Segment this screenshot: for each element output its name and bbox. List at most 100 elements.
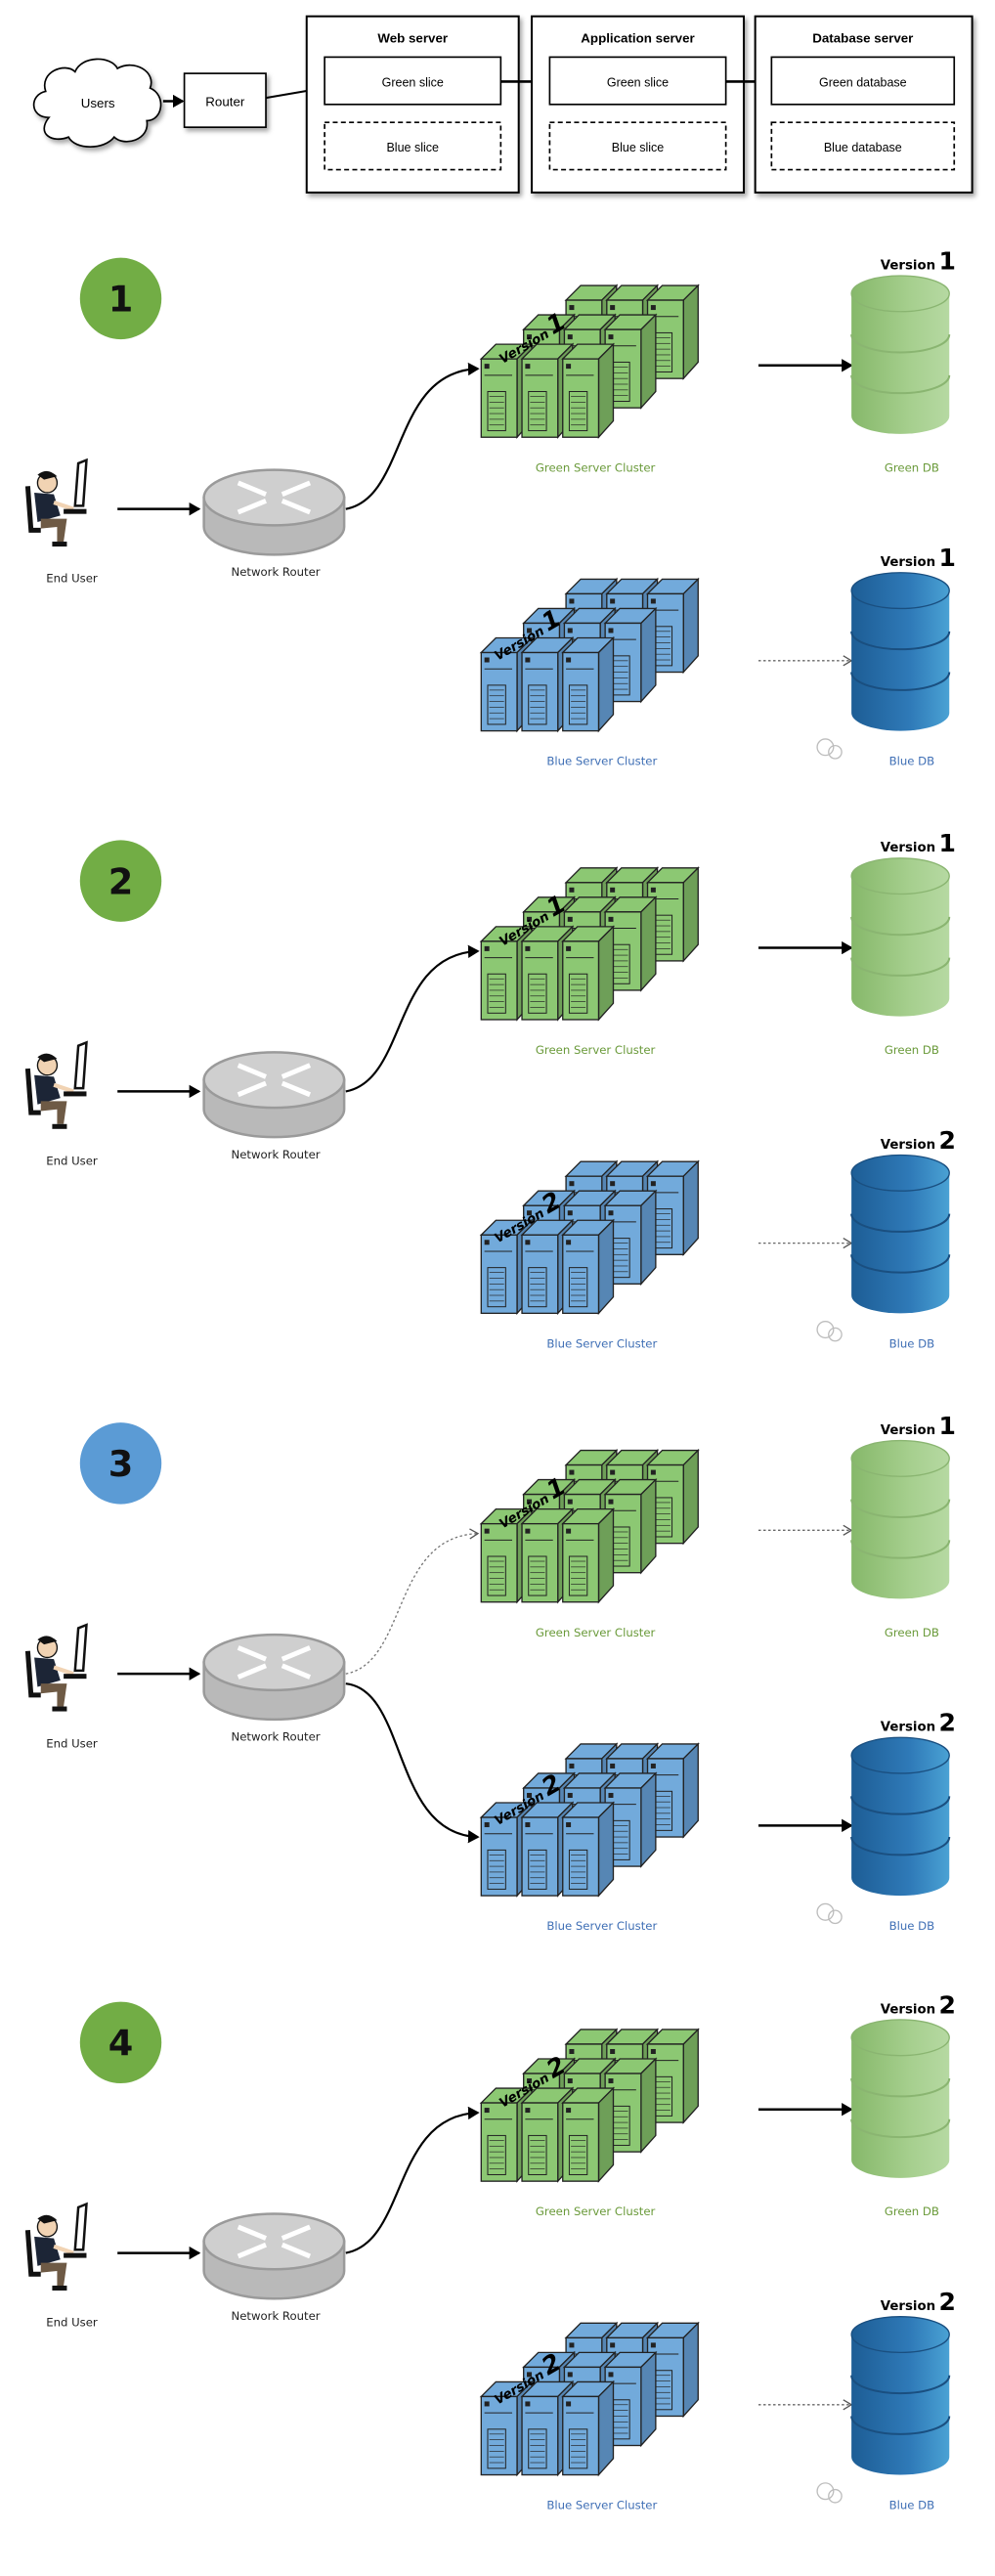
server-led <box>610 2048 616 2054</box>
green-server-cluster <box>479 866 700 1022</box>
router-to-green-cluster-link <box>345 1528 480 1675</box>
server-side <box>640 1477 657 1575</box>
green-db-label: Green DB <box>885 1043 939 1057</box>
server-led <box>484 2401 490 2407</box>
shoe <box>52 1123 67 1129</box>
server-side <box>597 342 615 439</box>
server-icon <box>603 1189 658 1287</box>
server-front <box>521 1522 559 1603</box>
green-server-cluster <box>479 2028 700 2183</box>
server-led <box>569 2048 575 2054</box>
server-led <box>650 598 656 604</box>
green-db-label: Green DB <box>885 460 939 474</box>
db-top <box>850 1736 950 1774</box>
server-vent <box>528 1849 547 1890</box>
db-ring <box>850 1540 951 1559</box>
server-vent <box>568 391 588 432</box>
blue-db-label: Blue DB <box>889 2499 935 2512</box>
server-side <box>682 577 699 675</box>
blue-database-label: Blue database <box>824 141 902 154</box>
router-label: Router <box>205 94 245 109</box>
keyboard <box>64 1674 87 1680</box>
watermark-logo <box>816 2482 843 2504</box>
server-side <box>597 635 615 733</box>
server-led <box>567 1792 573 1798</box>
db-top <box>850 857 950 895</box>
web-blue-slice-label: Blue slice <box>386 141 439 154</box>
blue-db-label: Blue DB <box>889 1919 935 1933</box>
version-word: Version <box>881 1423 935 1438</box>
green-database-label: Green database <box>819 75 907 89</box>
server-front <box>562 1234 600 1315</box>
server-side <box>682 284 699 380</box>
version-number: 1 <box>939 829 956 857</box>
monitor <box>73 1623 88 1673</box>
server-front <box>480 1816 518 1897</box>
db-ring <box>850 1213 951 1233</box>
server-vent <box>487 1849 506 1890</box>
network-router-icon <box>202 1633 346 1722</box>
web-server-tier: Web server Green slice Blue slice <box>305 15 520 194</box>
server-front <box>480 1522 518 1603</box>
server-led <box>566 1822 572 1828</box>
server-led <box>567 334 573 340</box>
server-icon <box>603 606 658 704</box>
blue-server-cluster <box>479 1742 700 1898</box>
server-vent <box>487 1555 506 1596</box>
server-led <box>610 305 616 311</box>
app-green-slice-label: Green slice <box>607 75 669 89</box>
database-cylinder-icon <box>850 2019 951 2178</box>
database-cylinder-icon <box>850 2315 951 2475</box>
server-front <box>521 651 559 732</box>
hair <box>37 470 58 480</box>
web-green-slice <box>324 56 502 106</box>
server-vent <box>568 2428 588 2469</box>
version-number: 1 <box>939 544 956 572</box>
server-led <box>610 1469 616 1475</box>
server-front <box>480 940 518 1021</box>
server-side <box>640 895 657 992</box>
router-top <box>202 1051 346 1110</box>
chair <box>24 486 41 533</box>
blue-cluster-label: Blue Server Cluster <box>546 2499 657 2512</box>
server-vent <box>528 1555 547 1596</box>
db-top <box>850 2019 950 2057</box>
monitor <box>73 2202 88 2251</box>
hair <box>37 1636 58 1645</box>
server-led <box>650 1469 656 1475</box>
server-side <box>597 2380 615 2477</box>
green-db-label: Green DB <box>885 2205 939 2218</box>
keyboard <box>64 508 87 514</box>
server-vent <box>568 2134 588 2175</box>
version-number: 2 <box>939 2288 956 2316</box>
db-ring <box>850 957 951 977</box>
server-side <box>682 2321 699 2419</box>
router-arrow <box>237 1080 267 1098</box>
server-icon <box>561 2086 616 2183</box>
server-led <box>525 657 531 663</box>
router-arrow <box>237 480 267 497</box>
green-database-box <box>770 56 956 106</box>
server-led <box>608 916 614 922</box>
server-icon <box>479 1801 534 1898</box>
router-to-green-cluster-link <box>345 944 480 1093</box>
torso <box>34 2236 61 2266</box>
server-side <box>597 2086 615 2183</box>
version-number: 2 <box>939 1990 956 2019</box>
server-side <box>640 2057 657 2154</box>
server-vent <box>568 1267 588 1308</box>
server-led <box>608 2372 614 2378</box>
chair <box>24 1068 41 1115</box>
server-icon <box>561 2380 616 2477</box>
legs <box>40 1101 67 1124</box>
server-led <box>569 1181 575 1187</box>
server-vent <box>528 2428 547 2469</box>
wechat-icon <box>816 1321 835 1339</box>
server-led <box>527 916 533 922</box>
top-architecture-diagram: Users Router Web server Green slice Blue… <box>32 15 973 194</box>
server-led <box>484 1528 490 1534</box>
